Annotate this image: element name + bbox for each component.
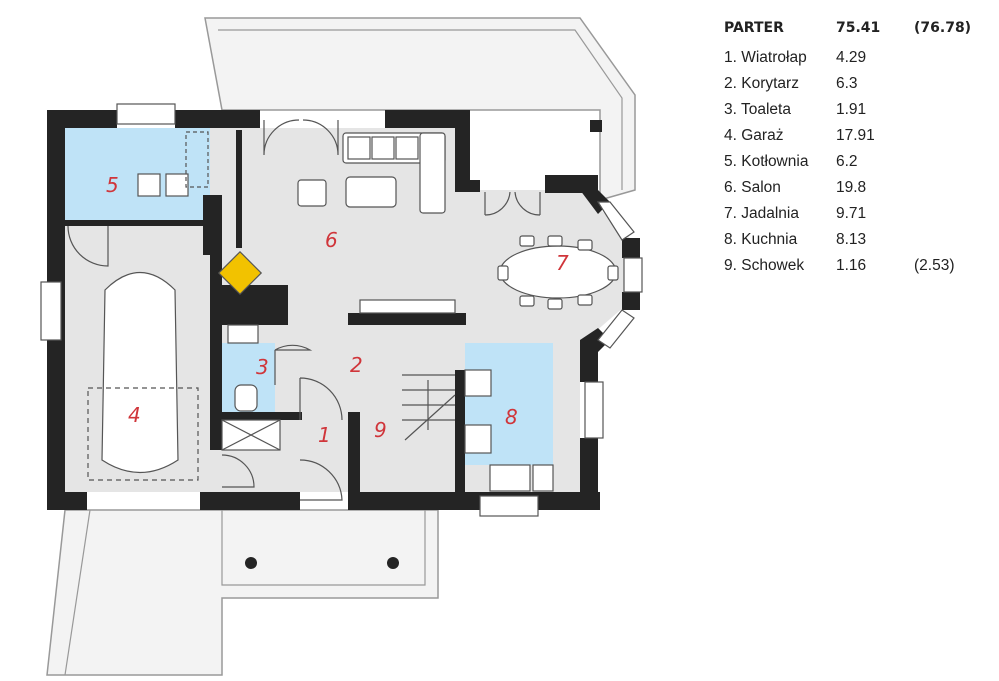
room-name: 6. Salon [724,179,781,196]
coffee-table [345,176,397,208]
room-label-9: 9 [374,418,387,442]
room-name: 1. Wiatrołap [724,49,807,66]
room-name: 2. Korytarz [724,75,799,92]
legend-total-alt: (76.78) [914,20,972,36]
room-label-4: 4 [128,403,141,427]
windows [40,103,643,517]
room-label-2: 2 [350,353,363,377]
room-label-6: 6 [325,228,338,252]
room-area: 8.13 [836,231,867,248]
fridge [464,369,492,397]
legend-row: 9. Schowek 1.16 (2.53) [724,253,994,279]
pillar [387,557,399,569]
room-name: 8. Kuchnia [724,231,798,248]
fireplace [217,250,263,296]
legend-row: 1. Wiatrołap 4.29 [724,45,994,71]
room-area: 9.71 [836,205,867,222]
doors [67,119,541,501]
armchair [297,179,327,207]
sink [489,464,531,492]
room-name: 4. Garaż [724,127,784,144]
room-area: 1.16 [836,257,867,274]
legend-row: 5. Kotłownia 6.2 [724,149,994,175]
legend-row: 7. Jadalnia 9.71 [724,201,994,227]
legend-total: 75.41 [836,20,881,36]
legend-row: 3. Toaleta 1.91 [724,97,994,123]
stairs [402,374,456,441]
room-label-5: 5 [106,173,119,197]
stove [464,424,492,454]
room-area: 6.3 [836,75,858,92]
car [101,271,179,474]
terrace-top [204,17,636,201]
area-legend: PARTER 75.41 (76.78) 1. Wiatrołap 4.29 2. … [724,20,994,279]
furniture [87,120,619,569]
room-area: 17.91 [836,127,875,144]
room-area: 1.91 [836,101,867,118]
room-name: 9. Schowek [724,257,805,274]
room-label-3: 3 [256,355,269,379]
legend-row: 8. Kuchnia 8.13 [724,227,994,253]
legend-title: PARTER [724,20,784,36]
legend-row: 6. Salon 19.8 [724,175,994,201]
room-name: 7. Jadalnia [724,205,799,222]
washbasin [227,324,259,344]
room-label-7: 7 [556,251,569,275]
room-name: 3. Toaleta [724,101,791,118]
room-area: 19.8 [836,179,867,196]
terrace-bottom [46,509,439,676]
room-area: 4.29 [836,49,867,66]
room-label-1: 1 [318,423,331,447]
pillar [245,557,257,569]
tv-cabinet [359,299,456,314]
legend-header: PARTER 75.41 (76.78) [724,20,994,36]
legend-row: 4. Garaż 17.91 [724,123,994,149]
legend-row: 2. Korytarz 6.3 [724,71,994,97]
boiler [137,173,161,197]
room-area-alt: (2.53) [914,257,955,274]
room-label-8: 8 [505,405,518,429]
room-area: 6.2 [836,153,858,170]
room-name: 5. Kotłownia [724,153,809,170]
wc [234,384,258,412]
